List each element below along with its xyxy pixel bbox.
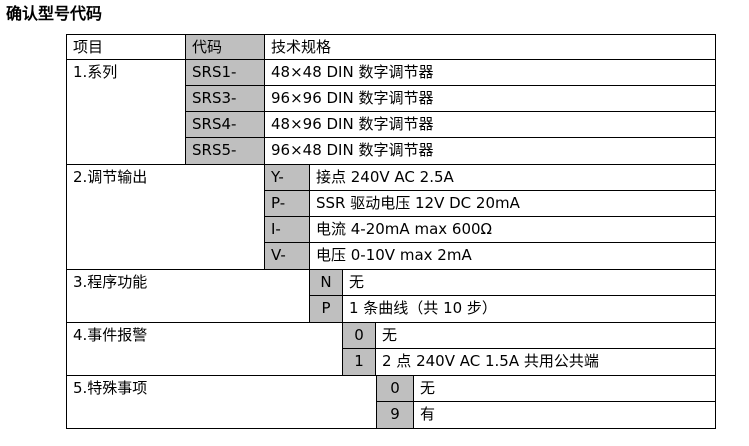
special-spec-0: 无 bbox=[413, 375, 716, 402]
alarm-spec-0: 无 bbox=[375, 322, 716, 349]
series-code-4: SRS4- bbox=[185, 111, 265, 138]
alarm-code-1: 1 bbox=[342, 348, 376, 376]
output-code-p: P- bbox=[264, 190, 310, 217]
series-code-3: SRS3- bbox=[185, 85, 265, 112]
output-label: 2.调节输出 bbox=[66, 164, 265, 270]
page-title: 确认型号代码 bbox=[6, 4, 103, 23]
alarm-code-0: 0 bbox=[342, 322, 376, 349]
alarm-label: 4.事件报警 bbox=[66, 322, 343, 376]
output-spec-i: 电流 4-20mA max 600Ω bbox=[309, 216, 716, 243]
special-code-9: 9 bbox=[376, 401, 414, 429]
series-spec-3: 96×96 DIN 数字调节器 bbox=[264, 85, 716, 112]
series-spec-5: 96×48 DIN 数字调节器 bbox=[264, 137, 716, 165]
output-spec-p: SSR 驱动电压 12V DC 20mA bbox=[309, 190, 716, 217]
alarm-spec-1: 2 点 240V AC 1.5A 共用公共端 bbox=[375, 348, 716, 376]
output-spec-y: 接点 240V AC 2.5A bbox=[309, 164, 716, 191]
output-code-y: Y- bbox=[264, 164, 310, 191]
program-code-p: P bbox=[309, 295, 343, 323]
output-code-i: I- bbox=[264, 216, 310, 243]
program-code-n: N bbox=[309, 269, 343, 296]
series-label: 1.系列 bbox=[66, 59, 186, 165]
header-spec: 技术规格 bbox=[264, 34, 716, 60]
program-label: 3.程序功能 bbox=[66, 269, 310, 323]
special-code-0: 0 bbox=[376, 375, 414, 402]
program-spec-p: 1 条曲线（共 10 步） bbox=[342, 295, 716, 323]
header-item: 项目 bbox=[66, 34, 186, 60]
header-code: 代码 bbox=[185, 34, 265, 60]
series-spec-4: 48×96 DIN 数字调节器 bbox=[264, 111, 716, 138]
special-label: 5.特殊事项 bbox=[66, 375, 377, 429]
output-code-v: V- bbox=[264, 242, 310, 270]
output-spec-v: 电压 0-10V max 2mA bbox=[309, 242, 716, 270]
series-code-5: SRS5- bbox=[185, 137, 265, 165]
series-spec-1: 48×48 DIN 数字调节器 bbox=[264, 59, 716, 86]
series-code-1: SRS1- bbox=[185, 59, 265, 86]
program-spec-n: 无 bbox=[342, 269, 716, 296]
special-spec-9: 有 bbox=[413, 401, 716, 429]
